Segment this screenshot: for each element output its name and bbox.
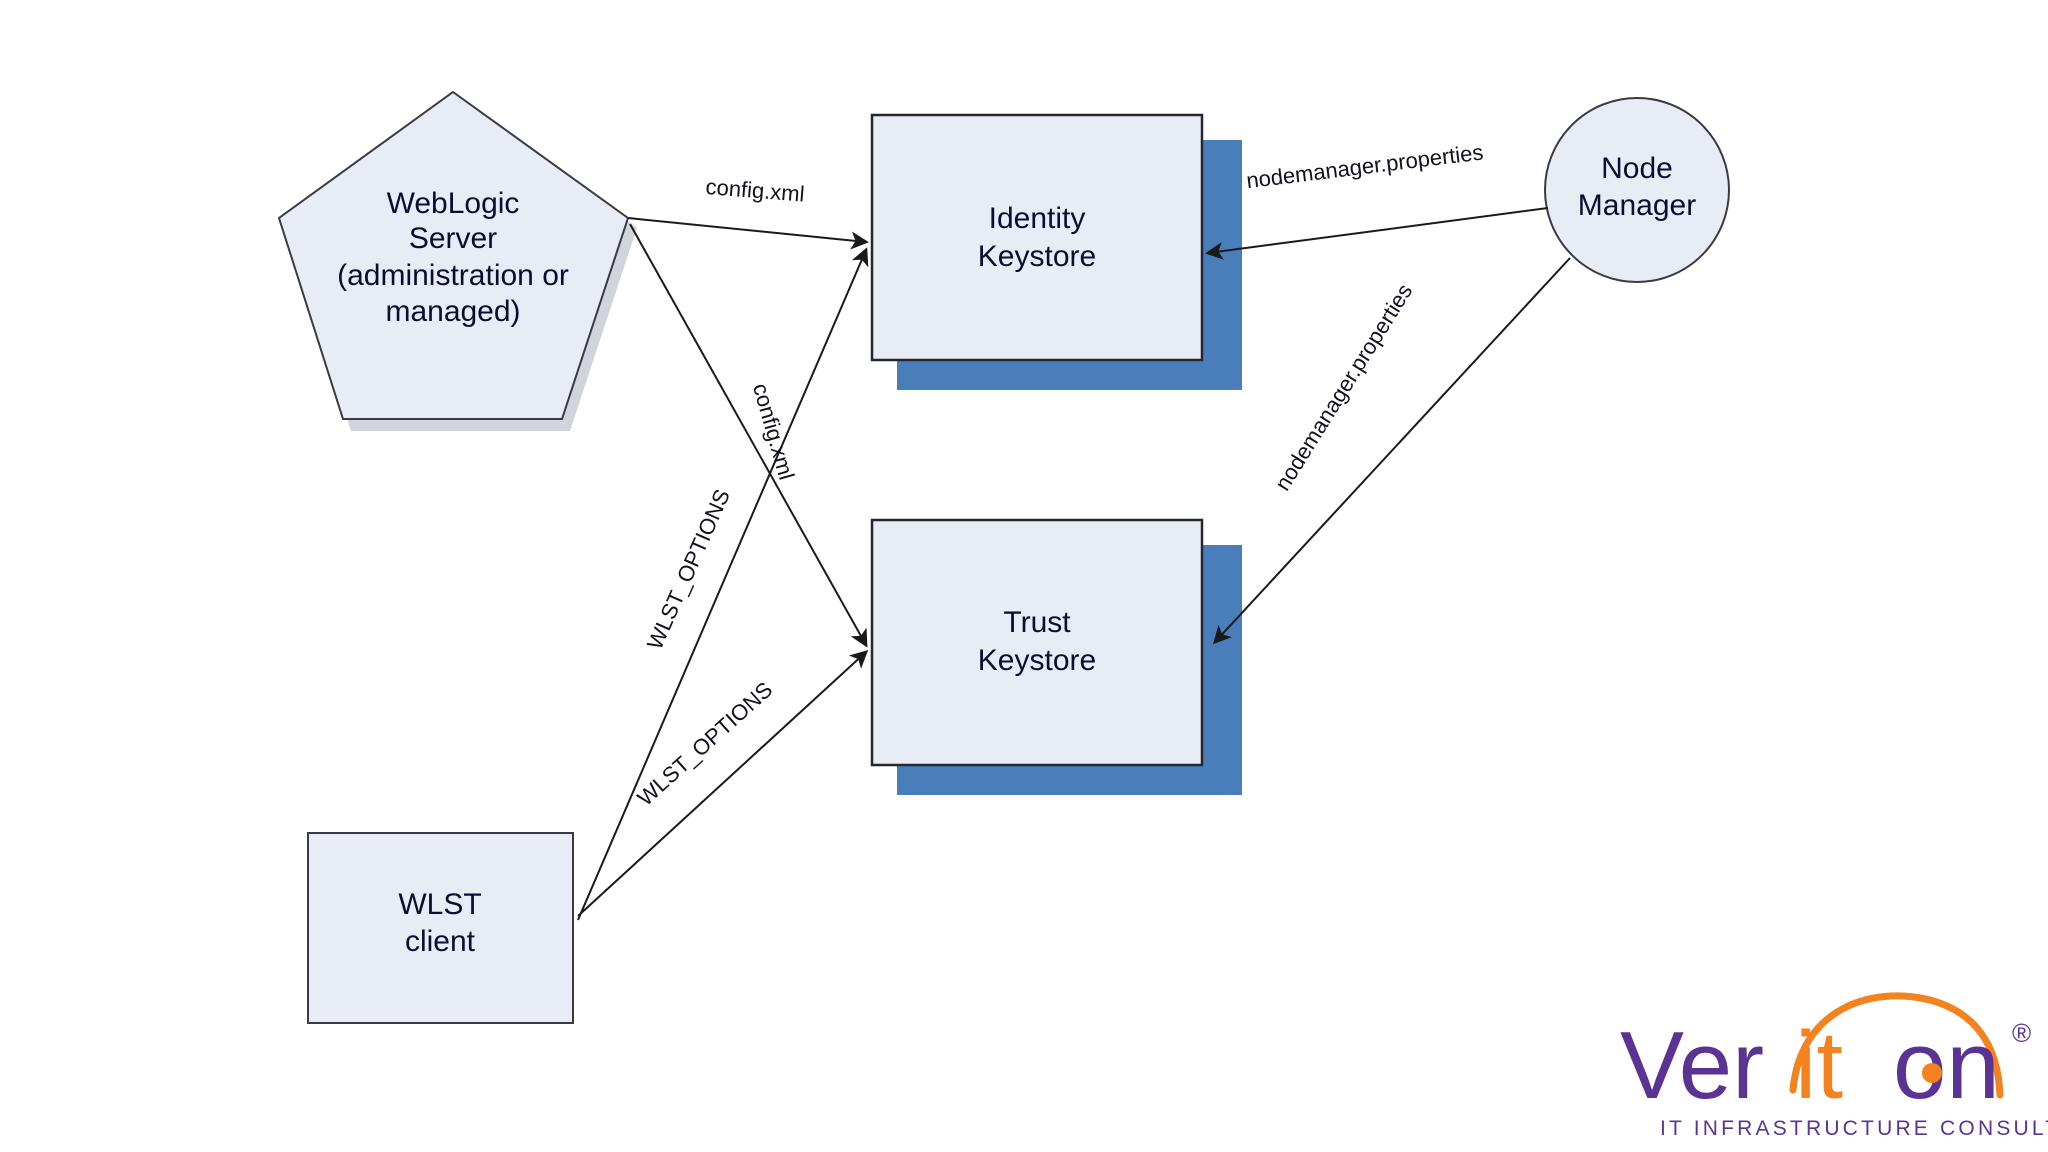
wlst-client-box[interactable] — [307, 832, 574, 1024]
identity-keystore-box[interactable] — [870, 113, 1204, 362]
trust-keystore-label-line-2: Keystore — [978, 644, 1096, 677]
weblogic-server-label-line-4: managed) — [385, 295, 520, 328]
node-wlst-client[interactable]: WLST client — [307, 832, 574, 1024]
edge-nm-to-trust — [1212, 257, 1571, 645]
edge-wlst-to-identity — [577, 247, 869, 921]
wlst-client-label-line-2: client — [405, 925, 476, 958]
edge-wls-to-trust — [629, 223, 868, 648]
trust-keystore-label-line-1: Trust — [1003, 606, 1071, 639]
weblogic-server-label-line-1: WebLogic — [387, 187, 520, 220]
logo-text-part-2: it — [1795, 1012, 1843, 1119]
edge-label-nm-to-identity: nodemanager.properties — [1245, 139, 1485, 193]
edge-label-wls-to-identity: config.xml — [705, 174, 806, 207]
edge-wlst-to-trust — [577, 649, 869, 917]
edge-label-wlst-to-identity: WLST_OPTIONS — [642, 486, 735, 654]
weblogic-server-label-line-2: Server — [409, 222, 497, 255]
veriton-logo: Ver it on ® IT INFRASTRUCTURE CONSULTING — [1620, 992, 2048, 1140]
trust-keystore-box[interactable] — [870, 518, 1204, 767]
wlst-client-label-line-1: WLST — [398, 888, 481, 921]
node-manager-label-line-2: Manager — [1578, 189, 1696, 222]
edge-nm-to-identity — [1205, 207, 1549, 260]
node-weblogic-server[interactable]: WebLogic Server (administration or manag… — [277, 90, 637, 431]
identity-keystore-label-line-1: Identity — [989, 202, 1086, 235]
edge-wls-to-identity — [627, 217, 869, 250]
logo-text-part-3: on — [1893, 1012, 2000, 1119]
logo-text-part-1: Ver — [1620, 1012, 1764, 1119]
weblogic-server-label-line-3: (administration or — [337, 259, 569, 292]
logo-o-center-dot-icon — [1922, 1063, 1942, 1083]
node-identity-keystore[interactable]: Identity Keystore — [870, 113, 1204, 362]
identity-keystore-label-line-2: Keystore — [978, 240, 1096, 273]
node-trust-keystore[interactable]: Trust Keystore — [870, 518, 1204, 767]
weblogic-server-pentagon[interactable] — [277, 90, 630, 420]
node-manager-circle[interactable] — [1544, 97, 1730, 283]
logo-tagline: IT INFRASTRUCTURE CONSULTING — [1660, 1117, 2048, 1140]
node-manager-label-line-1: Node — [1601, 152, 1673, 185]
edge-label-wls-to-trust: config.xml — [748, 380, 799, 482]
node-node-manager[interactable]: Node Manager — [1544, 97, 1730, 283]
logo-arc-icon — [1789, 992, 2004, 1099]
edge-label-nm-to-trust: nodemanager.properties — [1270, 279, 1418, 495]
logo-registered-mark: ® — [2012, 1018, 2031, 1048]
